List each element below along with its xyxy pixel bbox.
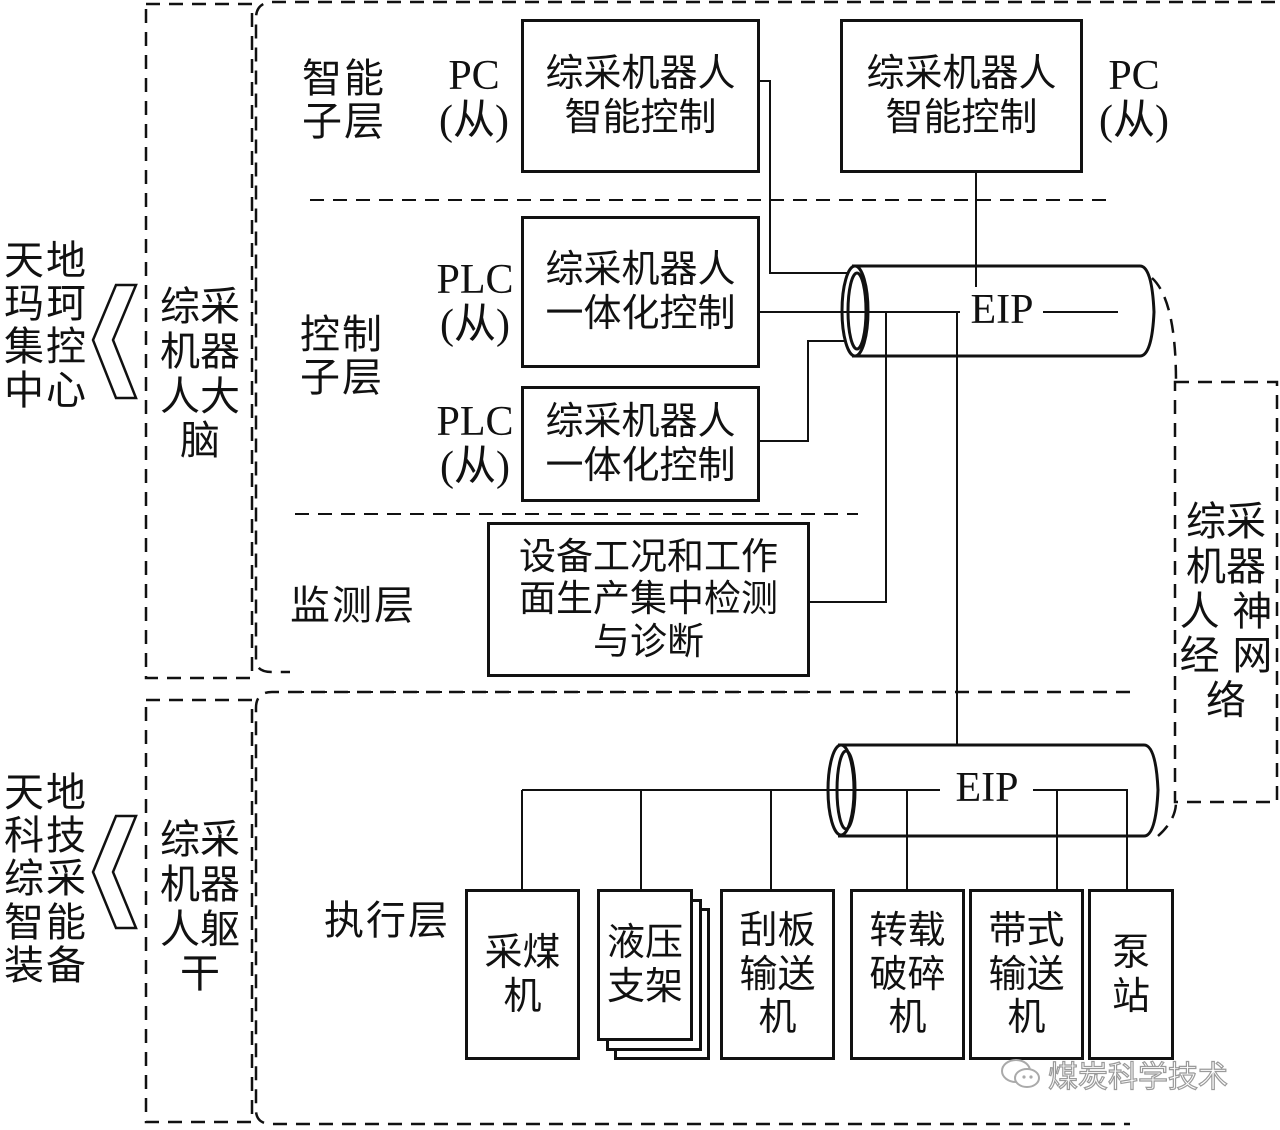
- layer-label-intelligent: 智能 子层: [302, 56, 386, 146]
- lower-bus-label: EIP: [944, 765, 1030, 812]
- monitor-label: 设备工况和工作 面生产集中检测 与诊断: [519, 534, 778, 663]
- plc1-node[interactable]: 综采机器人 一体化控制: [521, 216, 760, 368]
- equipment-label: 带式 输送 机: [988, 907, 1065, 1040]
- equipment-belt-conveyor[interactable]: 带式 输送 机: [969, 889, 1084, 1060]
- brain-frame: [144, 2, 254, 680]
- equipment-label: 采煤 机: [484, 929, 561, 1018]
- plc2-role: PLC (从): [436, 399, 514, 491]
- monitor-node[interactable]: 设备工况和工作 面生产集中检测 与诊断: [487, 522, 810, 677]
- layer-label-monitor: 监测层: [290, 583, 416, 629]
- equipment-label: 泵 站: [1111, 929, 1150, 1018]
- plc2-node[interactable]: 综采机器人 一体化控制: [521, 386, 760, 502]
- upper-bus-label: EIP: [964, 287, 1040, 334]
- label-control-center: 天地 玛珂 集控 中心: [4, 238, 88, 414]
- wire-plc2: [758, 340, 845, 442]
- equipment-pump-station[interactable]: 泵 站: [1088, 889, 1174, 1060]
- plc1-role: PLC (从): [436, 257, 514, 349]
- label-robot-brain: 综采 机器 人大 脑: [160, 284, 240, 465]
- connections: [521, 80, 1128, 890]
- chevrons: [91, 283, 138, 930]
- equipment-label: 液压 支架: [606, 920, 683, 1008]
- equipment-crusher[interactable]: 转载 破碎 机: [850, 889, 965, 1060]
- plc1-label: 综采机器人 一体化控制: [545, 247, 736, 335]
- label-neural-network: 综采 机器 人 神经 网络: [1179, 499, 1273, 725]
- layer-label-execution: 执行层: [324, 898, 450, 944]
- pc2-node[interactable]: 综采机器人 智能控制: [840, 19, 1083, 173]
- upper-brace: [254, 0, 1275, 674]
- layer-label-control: 控制 子层: [300, 312, 384, 402]
- equipment-label: 转载 破碎 机: [869, 907, 946, 1040]
- pc1-node[interactable]: 综采机器人 智能控制: [521, 19, 760, 173]
- neural-link-upper: [1151, 277, 1178, 383]
- neural-frame: [1173, 380, 1279, 804]
- wechat-icon: [1001, 1059, 1040, 1088]
- lower-brace: [254, 690, 1130, 1126]
- equipment-label: 刮板 输送 机: [739, 907, 816, 1040]
- plc2-label: 综采机器人 一体化控制: [545, 399, 736, 487]
- chevron-bottom-icon: [91, 814, 138, 930]
- equipment-scraper-conveyor[interactable]: 刮板 输送 机: [720, 889, 835, 1060]
- label-robot-trunk: 综采 机器 人躯 干: [160, 817, 240, 998]
- watermark: 煤炭科学技术: [1000, 1052, 1229, 1096]
- neural-link-lower: [1157, 801, 1178, 837]
- pc1-role: PC (从): [439, 53, 509, 145]
- chevron-top-icon: [91, 283, 138, 400]
- pc1-label: 综采机器人 智能控制: [545, 51, 736, 139]
- pc2-label: 综采机器人 智能控制: [866, 51, 1057, 139]
- dashed-frames: [144, 0, 1279, 1126]
- wire-monitor: [808, 312, 887, 603]
- layer-dividers: [290, 199, 1115, 693]
- pc2-role: PC (从): [1099, 53, 1169, 145]
- trunk-frame: [144, 698, 254, 1124]
- label-equipment-company: 天地 科技 综采 智能 装备: [4, 770, 88, 989]
- equipment-hydraulic-support[interactable]: 液压 支架: [597, 889, 693, 1041]
- wire-pc1: [758, 80, 848, 274]
- watermark-text: 煤炭科学技术: [1047, 1059, 1228, 1095]
- equipment-shearer[interactable]: 采煤 机: [465, 889, 580, 1060]
